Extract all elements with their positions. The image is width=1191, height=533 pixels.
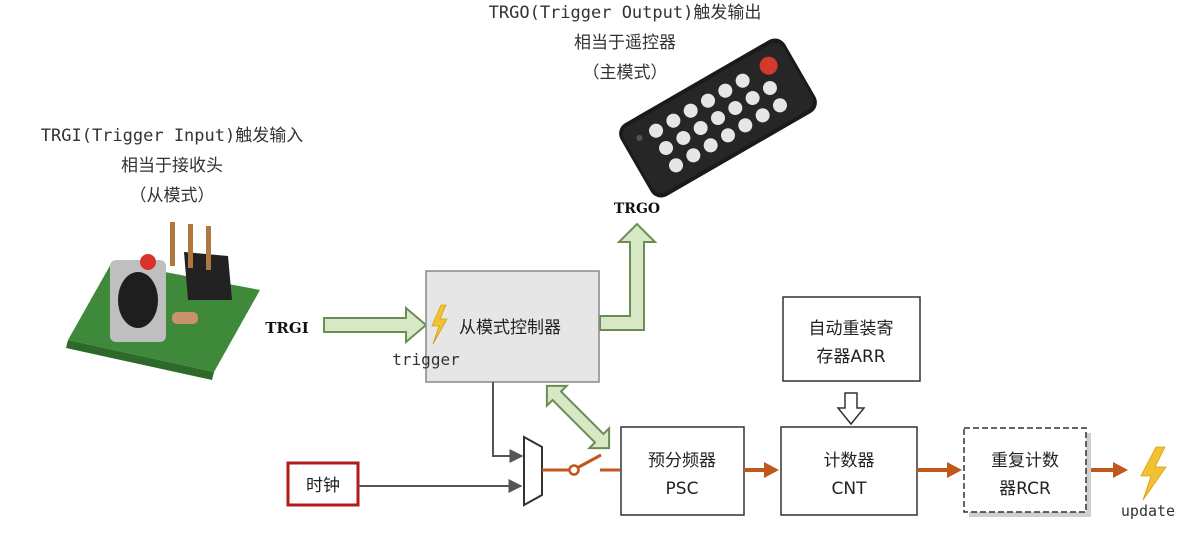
rcr-label-line1: 重复计数: [991, 451, 1059, 471]
rcr-to-update-arrow: [1091, 462, 1128, 478]
lightning-icon: [431, 304, 448, 345]
cnt-block: [780, 426, 918, 516]
controller-switch-arrow: [545, 384, 611, 450]
psc-to-cnt-arrow: [744, 462, 779, 478]
cnt-to-rcr-arrow: [917, 462, 962, 478]
trgi-caption-line3: （从模式）: [130, 186, 215, 206]
arr-block: [782, 296, 921, 382]
arr-label-line2: 存器ARR: [816, 347, 885, 367]
trgi-caption-line2: 相当于接收头: [121, 156, 223, 176]
trgi-label: TRGI: [265, 319, 308, 337]
multiplexer: [523, 435, 543, 507]
controller-to-mux-line: [492, 382, 524, 463]
cnt-label-line1: 计数器: [824, 451, 875, 471]
update-label: update: [1121, 502, 1175, 520]
rcr-block: [963, 427, 1087, 513]
arr-to-cnt-arrow: [836, 392, 866, 426]
switch: [542, 453, 620, 476]
arr-label-line1: 自动重装寄: [809, 319, 894, 339]
cnt-label-line2: CNT: [832, 479, 868, 499]
trgi-caption-line1: TRGI(Trigger Input)触发输入: [41, 126, 303, 146]
trgi-caption: TRGI(Trigger Input)触发输入 相当于接收头 （从模式）: [41, 126, 303, 206]
slave-controller-label: 从模式控制器: [459, 318, 561, 338]
psc-label-line2: PSC: [666, 479, 699, 499]
trgo-caption-line3: （主模式）: [583, 63, 668, 83]
psc-label-line1: 预分频器: [648, 451, 716, 471]
ir-receiver-image: [66, 222, 260, 380]
slave-controller-block: [425, 270, 600, 383]
clock-label: 时钟: [306, 476, 340, 496]
trgo-caption-line1: TRGO(Trigger Output)触发输出: [489, 3, 762, 23]
clock-block: [286, 461, 360, 507]
psc-block: [620, 426, 745, 516]
trgo-arrow: [599, 222, 658, 331]
trigger-label: trigger: [392, 350, 460, 369]
trgi-arrow: [323, 305, 428, 345]
trgo-caption-line2: 相当于遥控器: [574, 33, 676, 53]
trgo-caption: TRGO(Trigger Output)触发输出 相当于遥控器 （主模式）: [489, 3, 762, 83]
rcr-label-line2: 器RCR: [999, 479, 1051, 499]
update-lightning-icon: [1140, 446, 1167, 501]
trgo-label: TRGO: [614, 201, 660, 217]
remote-control-image: [619, 38, 817, 198]
